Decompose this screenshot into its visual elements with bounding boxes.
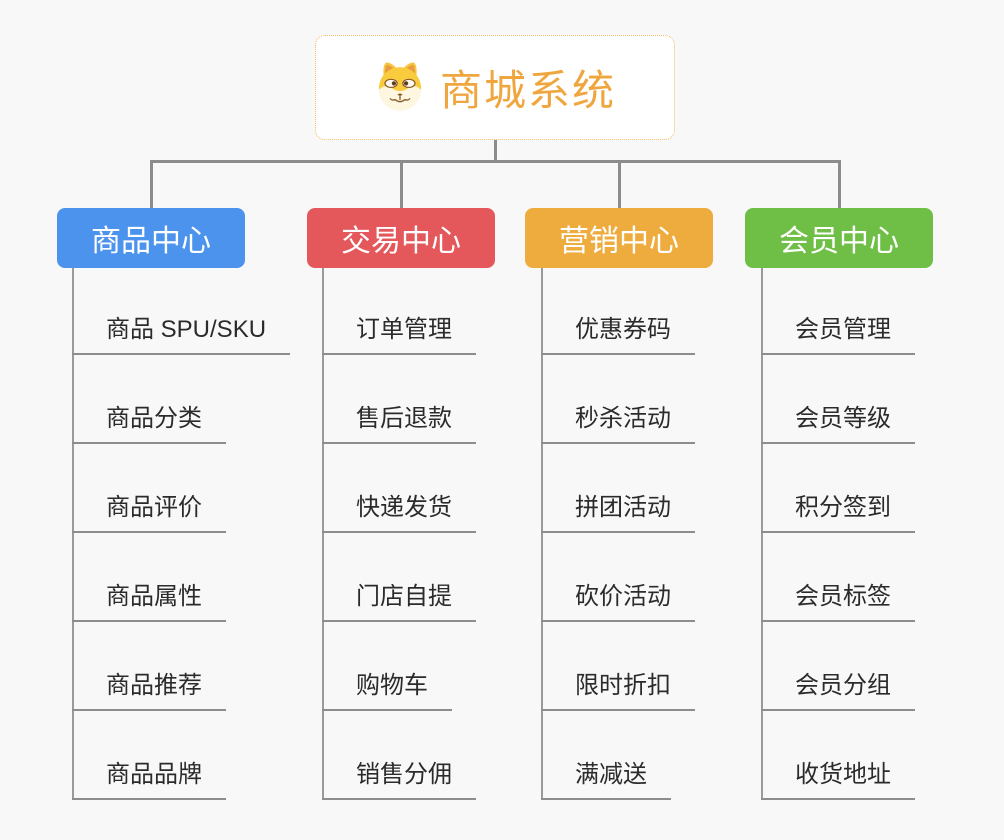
- branch-node-marketing-center[interactable]: 营销中心: [525, 208, 713, 268]
- branch-stem-member: [761, 268, 763, 800]
- leaf-node[interactable]: 会员标签: [761, 580, 915, 622]
- leaf-node[interactable]: 满减送: [541, 758, 671, 800]
- connector-drop-product: [150, 160, 153, 208]
- leaf-node[interactable]: 商品 SPU/SKU: [72, 313, 291, 355]
- leaf-node[interactable]: 会员分组: [761, 669, 915, 711]
- leaf-node[interactable]: 商品属性: [72, 580, 226, 622]
- branch-node-trade-center[interactable]: 交易中心: [307, 208, 495, 268]
- leaf-node[interactable]: 商品推荐: [72, 669, 226, 711]
- leaf-node[interactable]: 收货地址: [761, 758, 915, 800]
- connector-root-drop: [494, 140, 497, 161]
- branch-stem-product: [72, 268, 74, 800]
- leaf-node[interactable]: 售后退款: [322, 402, 476, 444]
- leaf-node[interactable]: 会员等级: [761, 402, 915, 444]
- leaf-node[interactable]: 限时折扣: [541, 669, 695, 711]
- leaf-node[interactable]: 会员管理: [761, 313, 915, 355]
- connector-drop-marketing: [618, 160, 621, 208]
- leaf-node[interactable]: 商品分类: [72, 402, 226, 444]
- branch-node-product-center[interactable]: 商品中心: [57, 208, 245, 268]
- leaf-node[interactable]: 砍价活动: [541, 580, 695, 622]
- leaf-node[interactable]: 优惠券码: [541, 313, 695, 355]
- leaf-node[interactable]: 积分签到: [761, 491, 915, 533]
- leaf-node[interactable]: 销售分佣: [322, 758, 476, 800]
- leaf-node[interactable]: 拼团活动: [541, 491, 695, 533]
- leaf-node[interactable]: 秒杀活动: [541, 402, 695, 444]
- leaf-node[interactable]: 门店自提: [322, 580, 476, 622]
- leaf-node[interactable]: 订单管理: [322, 313, 476, 355]
- branch-stem-marketing: [541, 268, 543, 800]
- connector-horizontal-bar: [150, 160, 839, 163]
- leaf-node[interactable]: 快递发货: [322, 491, 476, 533]
- branch-node-member-center[interactable]: 会员中心: [745, 208, 933, 268]
- branch-stem-trade: [322, 268, 324, 800]
- root-node[interactable]: 商城系统: [315, 35, 675, 140]
- root-title: 商城系统: [439, 67, 616, 114]
- leaf-node[interactable]: 商品评价: [72, 491, 226, 533]
- connector-drop-trade: [400, 160, 403, 208]
- leaf-node[interactable]: 购物车: [322, 669, 452, 711]
- leaf-node[interactable]: 商品品牌: [72, 758, 226, 800]
- dog-face-icon: [374, 59, 426, 116]
- connector-drop-member: [838, 160, 841, 208]
